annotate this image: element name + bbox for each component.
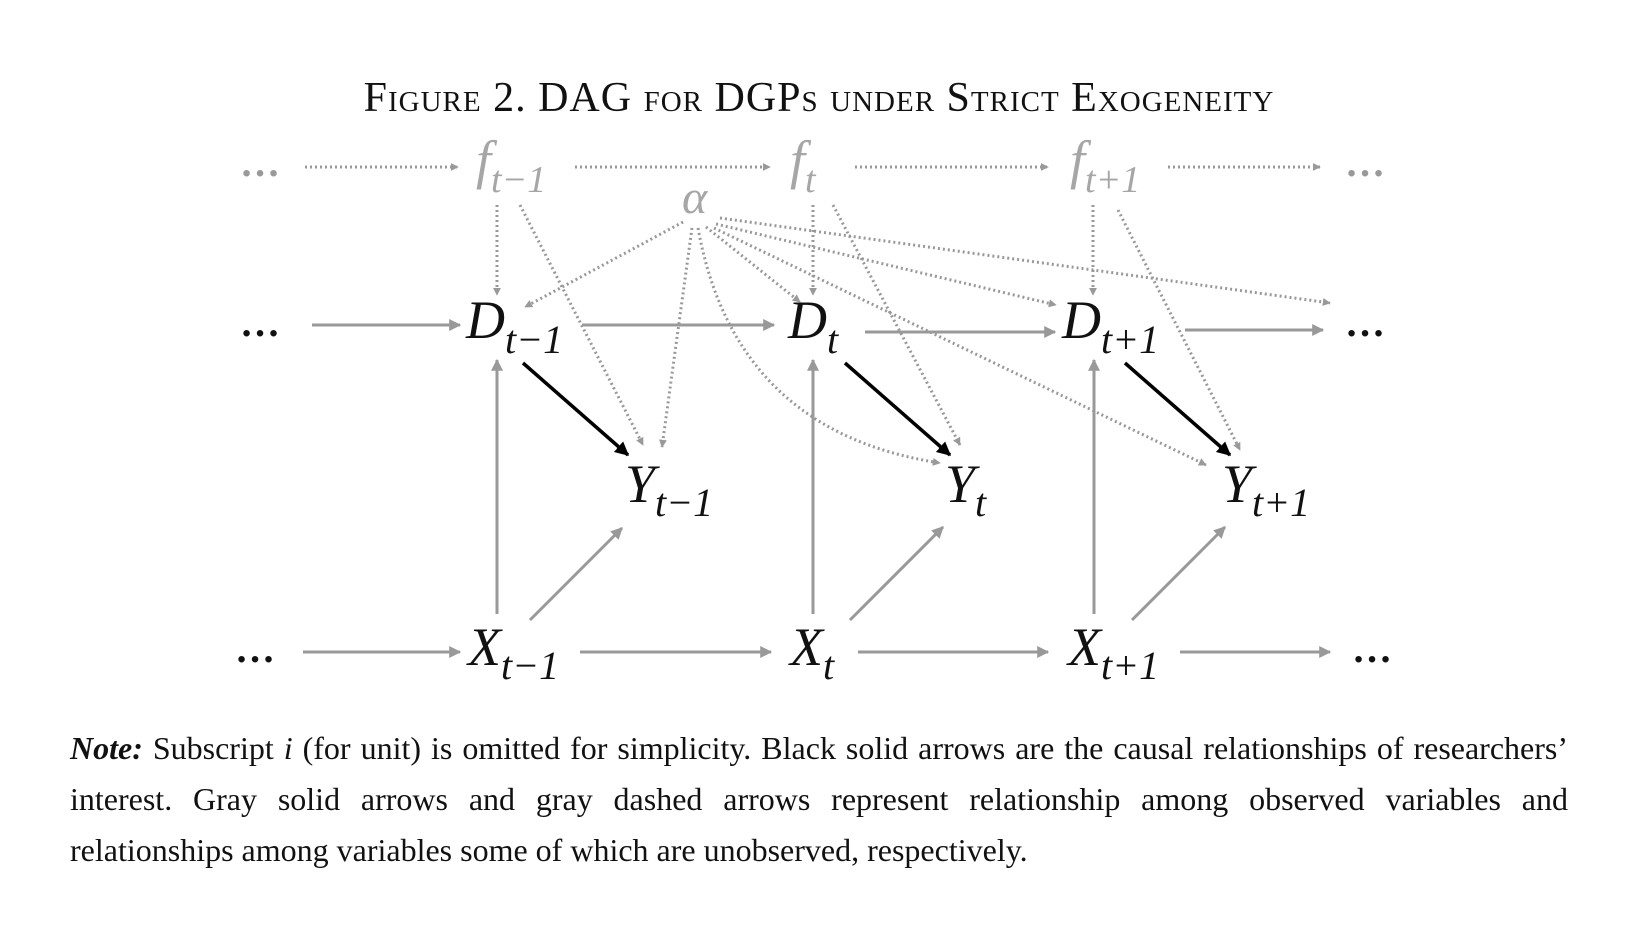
node-D-prev: Dt−1 <box>465 290 563 362</box>
edge-X-cur-to-Y-cur <box>848 525 945 622</box>
edge-D-prev-to-Y-prev <box>521 361 630 457</box>
node-D-next: Dt+1 <box>1061 290 1159 362</box>
edge-f-cur-to-Y-cur <box>831 204 962 446</box>
unobserved-edges <box>493 204 1331 467</box>
observed-nodes: Dt−1 Dt Dt+1 Yt−1 Yt Yt+1 Xt−1 Xt Xt+1 <box>465 290 1310 688</box>
edge-X-next-to-Y-next <box>1130 525 1227 622</box>
node-D-cur: Dt <box>787 290 839 362</box>
causal-edges <box>521 361 1232 457</box>
edge-alpha-to-D-next <box>715 222 1057 308</box>
note-symbol: i <box>283 730 293 766</box>
node-f-next: ft+1 <box>1070 130 1140 201</box>
node-f-cur: ft <box>790 130 817 201</box>
edge-X-prev-to-Y-prev <box>528 526 624 622</box>
figure-note: Note: Subscript i (for unit) is omitted … <box>70 723 1568 876</box>
node-f-prev: ft−1 <box>476 130 546 201</box>
node-Y-prev: Yt−1 <box>625 454 713 525</box>
observed-edges <box>303 319 1332 658</box>
edge-alpha-to-Y-next <box>713 226 1207 467</box>
latent-nodes: ft−1 ft ft+1 α <box>476 130 1140 224</box>
edge-D-cur-to-Y-cur <box>843 361 952 457</box>
node-Y-next: Yt+1 <box>1222 454 1310 525</box>
dag-diagram: … … … … … … ft−1 ft ft+1 α Dt−1 Dt Dt+1 … <box>235 130 1392 688</box>
ellipsis-f-right: … <box>1345 140 1385 185</box>
ellipsis-D-left: … <box>240 300 280 345</box>
edge-alpha-to-D-cur <box>705 225 801 304</box>
node-X-prev: Xt−1 <box>466 617 559 688</box>
edge-alpha-to-D-prev <box>524 220 684 309</box>
node-alpha: α <box>682 171 708 224</box>
node-X-cur: Xt <box>788 617 835 688</box>
edge-alpha-to-Y-cur <box>696 227 941 466</box>
ellipsis-D-right: … <box>1345 300 1385 345</box>
note-text-a: Subscript <box>142 730 284 766</box>
ellipsis-X-left: … <box>235 626 275 671</box>
node-Y-cur: Yt <box>945 454 987 525</box>
edge-D-next-to-Y-next <box>1123 361 1232 457</box>
edge-alpha-to-Y-prev <box>659 227 694 448</box>
node-X-next: Xt+1 <box>1066 617 1159 688</box>
ellipsis-f-left: … <box>240 140 280 185</box>
note-lead: Note: <box>70 730 143 766</box>
figure-title: Figure 2. DAG for DGPs under Strict Exog… <box>363 75 1275 121</box>
note-text-b: (for unit) is omitted for simplicity. Bl… <box>70 730 1569 868</box>
ellipses: … … <box>240 140 1385 185</box>
ellipses-observed: … … … … <box>235 300 1392 671</box>
ellipsis-X-right: … <box>1352 626 1392 671</box>
